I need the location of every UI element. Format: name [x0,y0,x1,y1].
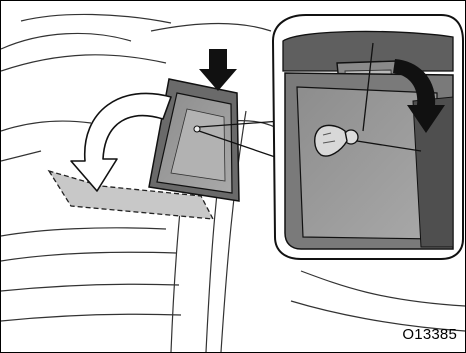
zoom-inset [273,15,463,259]
figure-code: O13385 [402,326,457,343]
down-arrow-icon [199,49,237,91]
